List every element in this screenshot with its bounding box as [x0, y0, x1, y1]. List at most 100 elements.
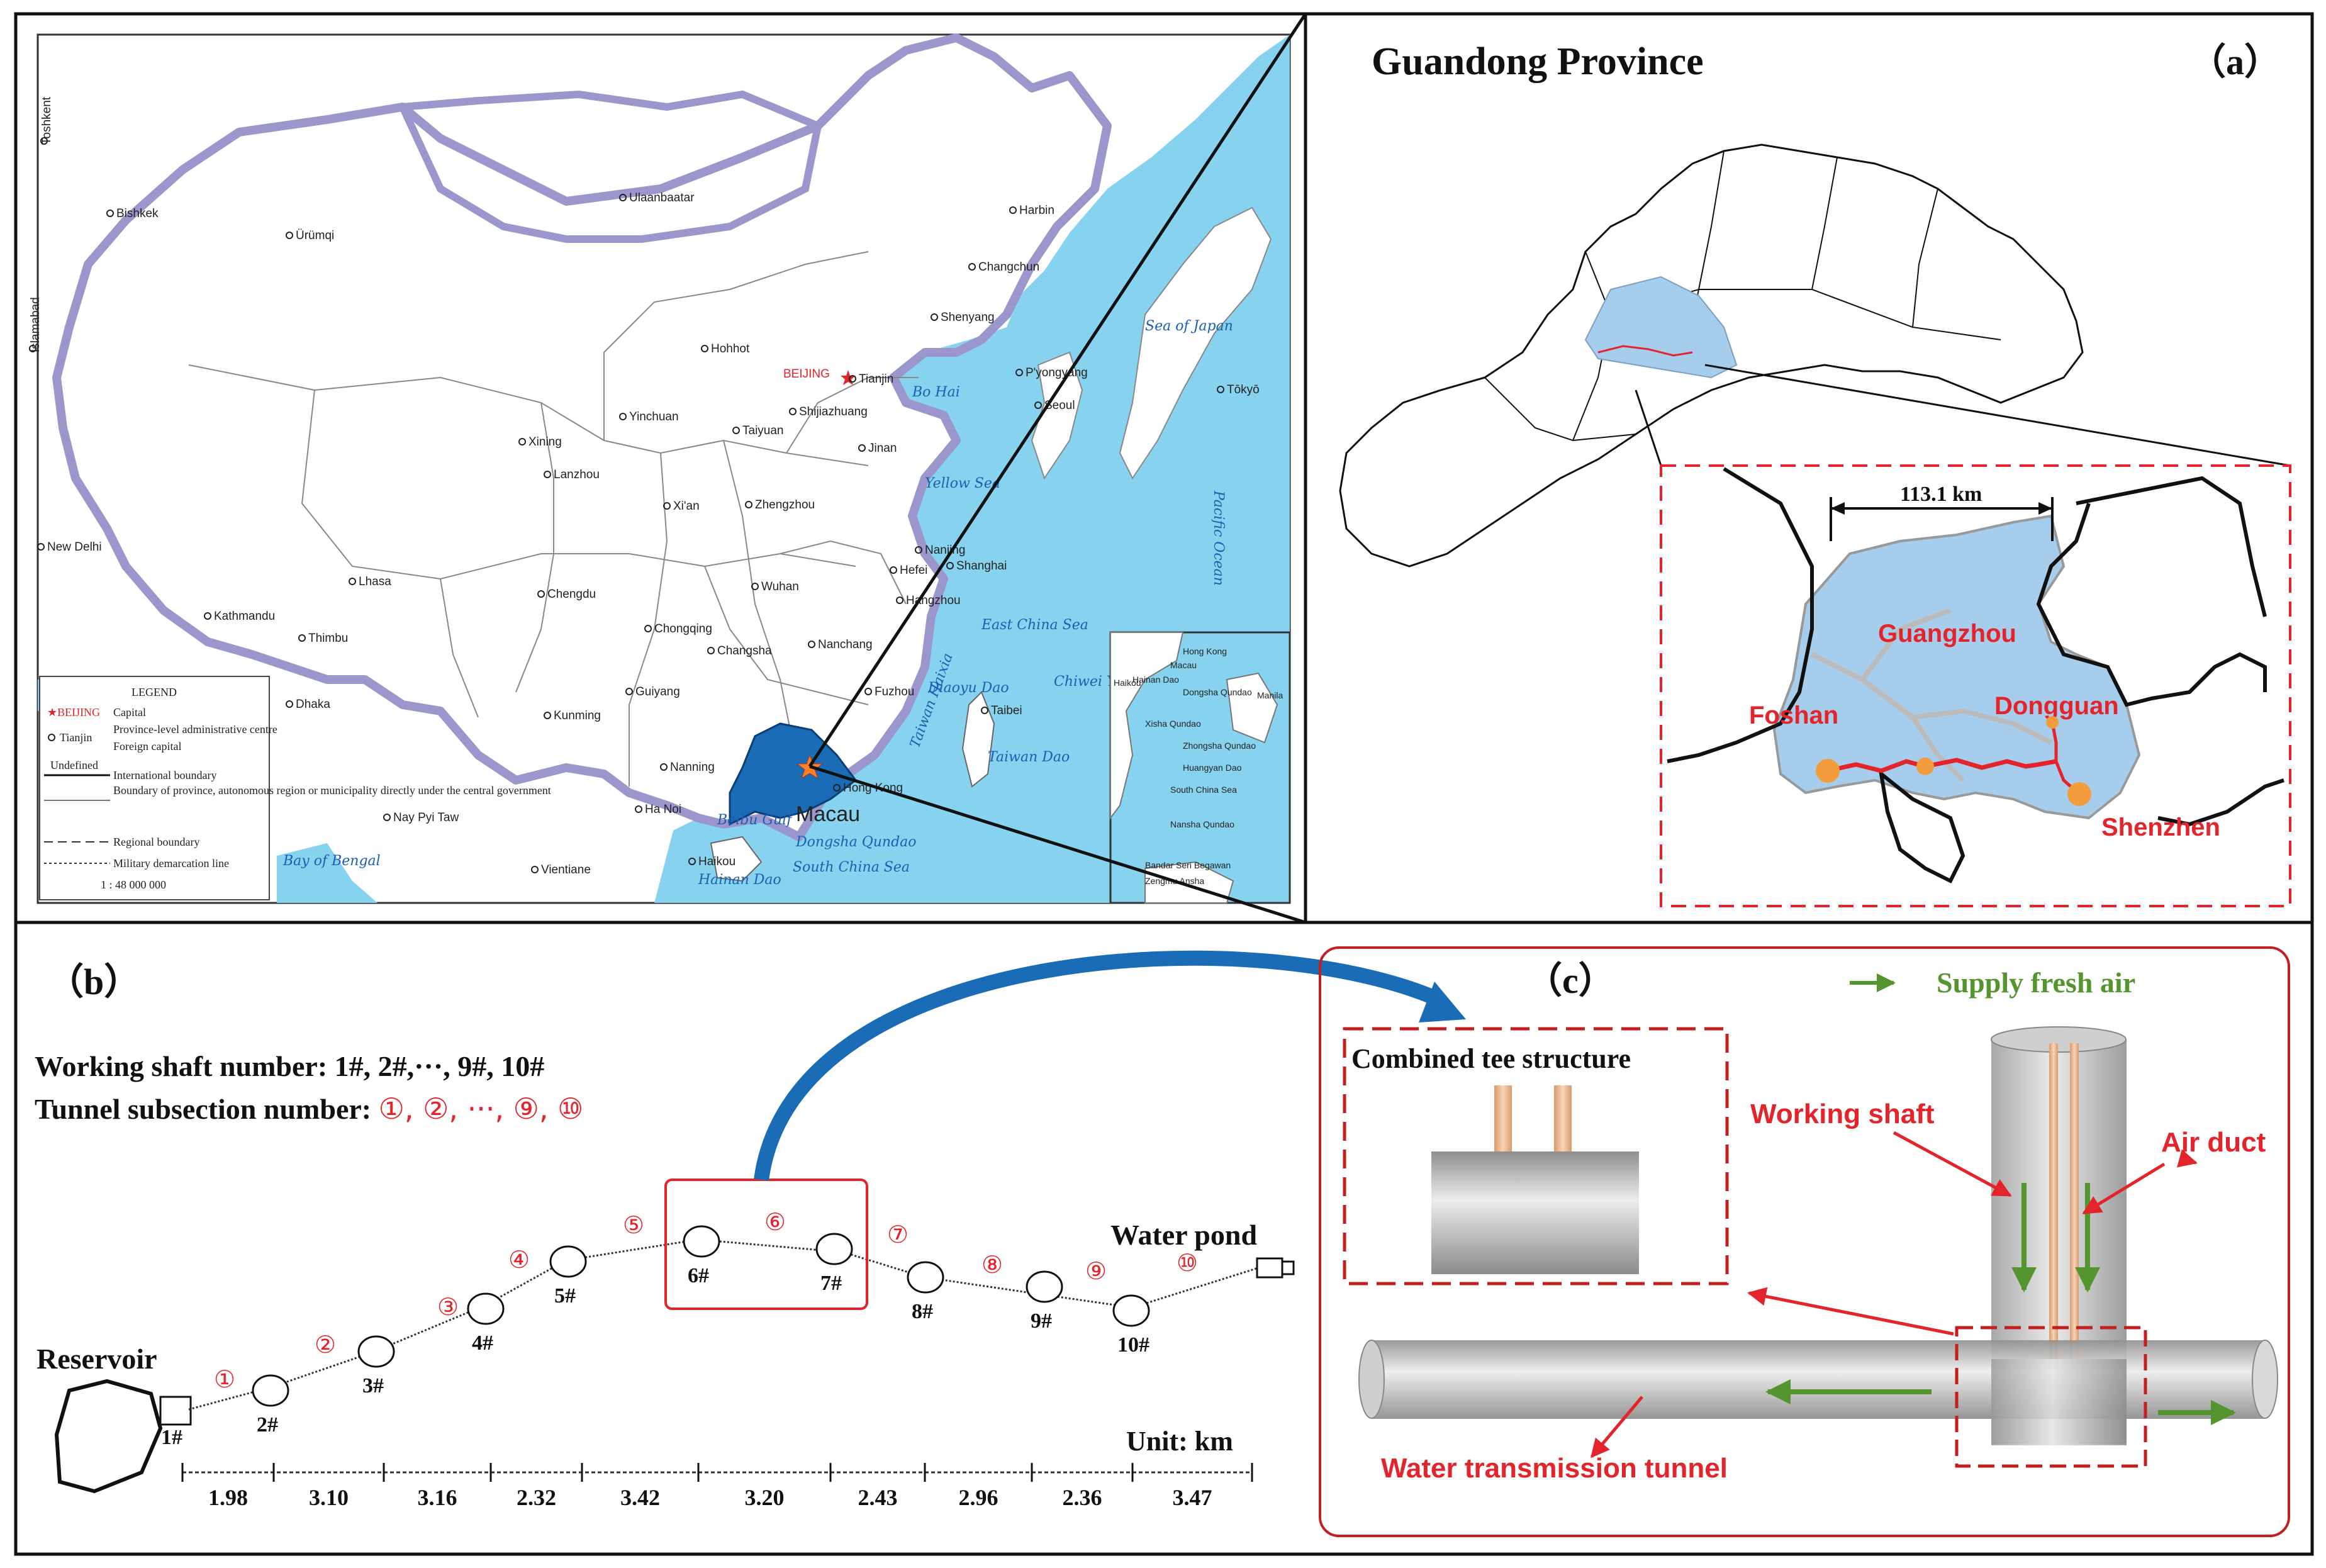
svg-text:Ulaanbaatar: Ulaanbaatar	[629, 191, 695, 204]
legend-item-province-centre: Province-level administrative centre	[113, 723, 277, 736]
legend-item-military: Military demarcation line	[113, 857, 229, 870]
city-thimbu: Thimbu	[298, 632, 348, 645]
inset-label: Dongsha Qundao	[1183, 687, 1252, 697]
shaft-number-legend: Working shaft number: 1#, 2#,···, 9#, 10…	[35, 1050, 544, 1082]
sea-yellowsea: Yellow Sea	[925, 476, 1000, 491]
panel-c-label: （c）	[1526, 960, 1615, 1001]
shaft-4: 4#	[467, 1292, 505, 1355]
panel-a-label: （a）	[2189, 42, 2281, 82]
city-taibei: Taibei	[981, 704, 1022, 717]
distance-label: 113.1 km	[1900, 483, 1982, 506]
inset-label: Macau	[1170, 660, 1197, 670]
legend-item-capital: Capital	[113, 706, 146, 719]
korea-land	[1031, 351, 1083, 480]
svg-text:2#: 2#	[257, 1413, 278, 1436]
sea-bayofbengal: Bay of Bengal	[282, 853, 381, 869]
inset-label: Zhongsha Qundao	[1183, 741, 1256, 751]
svg-text:Nanjing: Nanjing	[925, 544, 965, 557]
sea-taiwandao: Taiwan Dao	[988, 749, 1070, 765]
working-shaft-label: Working shaft	[1750, 1099, 1935, 1129]
city-dhaka: Dhaka	[286, 698, 330, 711]
distance-10: 3.47	[1173, 1485, 1212, 1510]
city-haikou: Haikou	[688, 855, 735, 868]
terminal-point	[2067, 782, 2091, 806]
legend-item-regional: Regional boundary	[113, 836, 199, 848]
svg-text:Xining: Xining	[528, 435, 562, 449]
city-newdelhi: New Delhi	[37, 540, 102, 554]
water-pond-shape	[1256, 1257, 1283, 1279]
inset-label: Hong Kong	[1183, 646, 1227, 656]
inset-label: Manila	[1257, 690, 1283, 700]
inset-label: Nansha Qundao	[1170, 819, 1234, 829]
city-kathmandu: Kathmandu	[204, 610, 275, 623]
svg-text:Guiyang: Guiyang	[635, 685, 680, 698]
svg-text:Macau: Macau	[796, 802, 860, 826]
svg-text:8#: 8#	[912, 1300, 933, 1323]
city-hangzhou: Hangzhou	[896, 594, 961, 607]
city-tky: Tōkyō	[1217, 383, 1260, 396]
inset-label: South China Sea	[1170, 785, 1237, 795]
svg-text:Hefei: Hefei	[900, 564, 927, 577]
svg-text:6#: 6#	[688, 1264, 709, 1287]
city-shenzhen: Shenzhen	[2101, 814, 2220, 841]
svg-text:Kathmandu: Kathmandu	[214, 610, 275, 623]
distance-8: 2.96	[959, 1485, 998, 1510]
tee-body	[1431, 1151, 1639, 1274]
reservoir-point	[1816, 759, 1840, 783]
shaft-6: 6#	[683, 1225, 720, 1287]
city-zhengzhou: Zhengzhou	[745, 498, 815, 512]
svg-text:Tōkyō: Tōkyō	[1227, 383, 1260, 396]
distance-3: 3.16	[418, 1485, 457, 1510]
sea-eastchinasea: East China Sea	[981, 617, 1088, 633]
tunnel-label: Water transmission tunnel	[1381, 1453, 1728, 1484]
svg-text:3#: 3#	[362, 1374, 384, 1397]
sea-seaofjapan: Sea of Japan	[1145, 318, 1233, 334]
combined-tee-box	[1343, 1027, 1729, 1285]
sea-bohai: Bo Hai	[912, 384, 960, 400]
sea-hainandao: Hainan Dao	[698, 872, 781, 888]
svg-text:Nanning: Nanning	[670, 761, 715, 774]
distance-1: 1.98	[208, 1485, 248, 1510]
taiwan-land	[961, 691, 995, 788]
city-pyongyang: P'yongyang	[1015, 366, 1088, 379]
svg-text:Hohhot: Hohhot	[711, 342, 750, 356]
city-changchun: Changchun	[968, 260, 1039, 274]
panel-a-title: Guandong Province	[1372, 40, 1704, 83]
inset-label: Bandar Seri Begawan	[1145, 860, 1231, 870]
svg-text:Shenyang: Shenyang	[941, 311, 995, 324]
shaft-3: 3#	[357, 1335, 395, 1397]
branch-point	[2046, 716, 2059, 729]
city-hohhot: Hohhot	[701, 342, 750, 356]
svg-text:Nay Pyi Taw: Nay Pyi Taw	[393, 811, 459, 824]
junction-point	[1916, 758, 1934, 775]
shaft-7: 7#	[815, 1233, 853, 1295]
panel-a: Guandong Province （a）	[1339, 40, 2291, 907]
japan-land	[1119, 206, 1272, 479]
subsection-8: ⑧	[981, 1251, 1003, 1279]
reservoir-label: Reservoir	[36, 1343, 157, 1375]
city-changsha: Changsha	[707, 644, 772, 658]
svg-text:Ürümqi: Ürümqi	[296, 229, 334, 242]
city-ulaanbaatar: Ulaanbaatar	[619, 191, 695, 204]
svg-text:Toshkent: Toshkent	[40, 96, 53, 145]
svg-text:9#: 9#	[1031, 1309, 1052, 1333]
svg-text:Harbin: Harbin	[1019, 204, 1054, 217]
tunnel-route-large	[1827, 758, 2057, 773]
shaft-5: 5#	[549, 1245, 587, 1308]
zoom-line-top	[808, 13, 1307, 768]
svg-text:Thimbu: Thimbu	[308, 632, 348, 645]
unit-label: Unit: km	[1126, 1426, 1233, 1457]
subsection-4: ④	[508, 1246, 530, 1274]
svg-text:Jinan: Jinan	[868, 442, 897, 455]
city-shijiazhuang: Shijiazhuang	[789, 405, 868, 418]
city-xining: Xining	[518, 435, 562, 449]
city-yinchuan: Yinchuan	[619, 410, 679, 423]
panel-c-frame	[1319, 946, 2290, 1537]
svg-text:Chengdu: Chengdu	[547, 588, 596, 601]
svg-text:Chongqing: Chongqing	[654, 622, 712, 636]
city-seoul: Seoul	[1034, 399, 1075, 412]
china-map: ToshkentBishkekÜrümqiUlaanbaatarHarbinCh…	[29, 13, 1307, 924]
shaft-9: 9#	[1026, 1270, 1063, 1333]
